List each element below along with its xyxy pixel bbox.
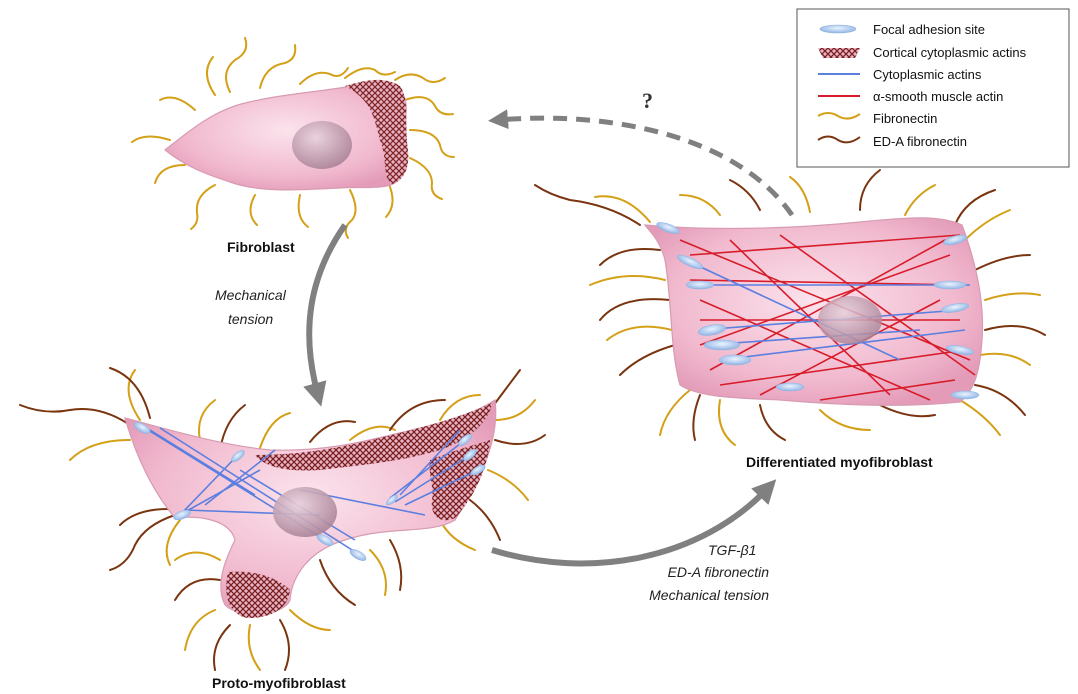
fibroblast-nucleus bbox=[292, 121, 352, 169]
proto-myofibroblast-label: Proto-myofibroblast bbox=[212, 675, 346, 691]
question-mark: ? bbox=[642, 88, 653, 113]
cortical-actin-icon bbox=[818, 48, 860, 58]
differentiated-nucleus bbox=[818, 296, 882, 344]
eda-fibronectin-label: ED-A fibronectin bbox=[668, 564, 770, 580]
mechanical-tension-label-line2: tension bbox=[228, 311, 273, 327]
proto-nucleus bbox=[273, 487, 337, 537]
legend-item-label: Cytoplasmic actins bbox=[873, 67, 982, 82]
proto-myofibroblast-cell bbox=[20, 368, 545, 670]
legend-item-label: Focal adhesion site bbox=[873, 22, 985, 37]
legend-item-label: Fibronectin bbox=[873, 111, 937, 126]
focal-adhesion-icon bbox=[820, 25, 856, 33]
mechanical-tension-arrow bbox=[309, 225, 345, 395]
fibroblast-label: Fibroblast bbox=[227, 239, 295, 255]
mechanical-tension-label-line1: Mechanical bbox=[215, 287, 287, 303]
legend: Focal adhesion site Cortical cytoplasmic… bbox=[797, 9, 1069, 167]
mechanical-tension-label: Mechanical tension bbox=[649, 587, 769, 603]
fibroblast-cell bbox=[132, 38, 454, 238]
legend-item-label: ED-A fibronectin bbox=[873, 134, 967, 149]
differentiated-myofibroblast-label: Differentiated myofibroblast bbox=[746, 454, 933, 470]
legend-item-label: Cortical cytoplasmic actins bbox=[873, 45, 1027, 60]
reversion-dashed-arrow bbox=[498, 118, 792, 215]
legend-item-label: α-smooth muscle actin bbox=[873, 89, 1003, 104]
tgf-label: TGF-β1 bbox=[708, 542, 756, 558]
